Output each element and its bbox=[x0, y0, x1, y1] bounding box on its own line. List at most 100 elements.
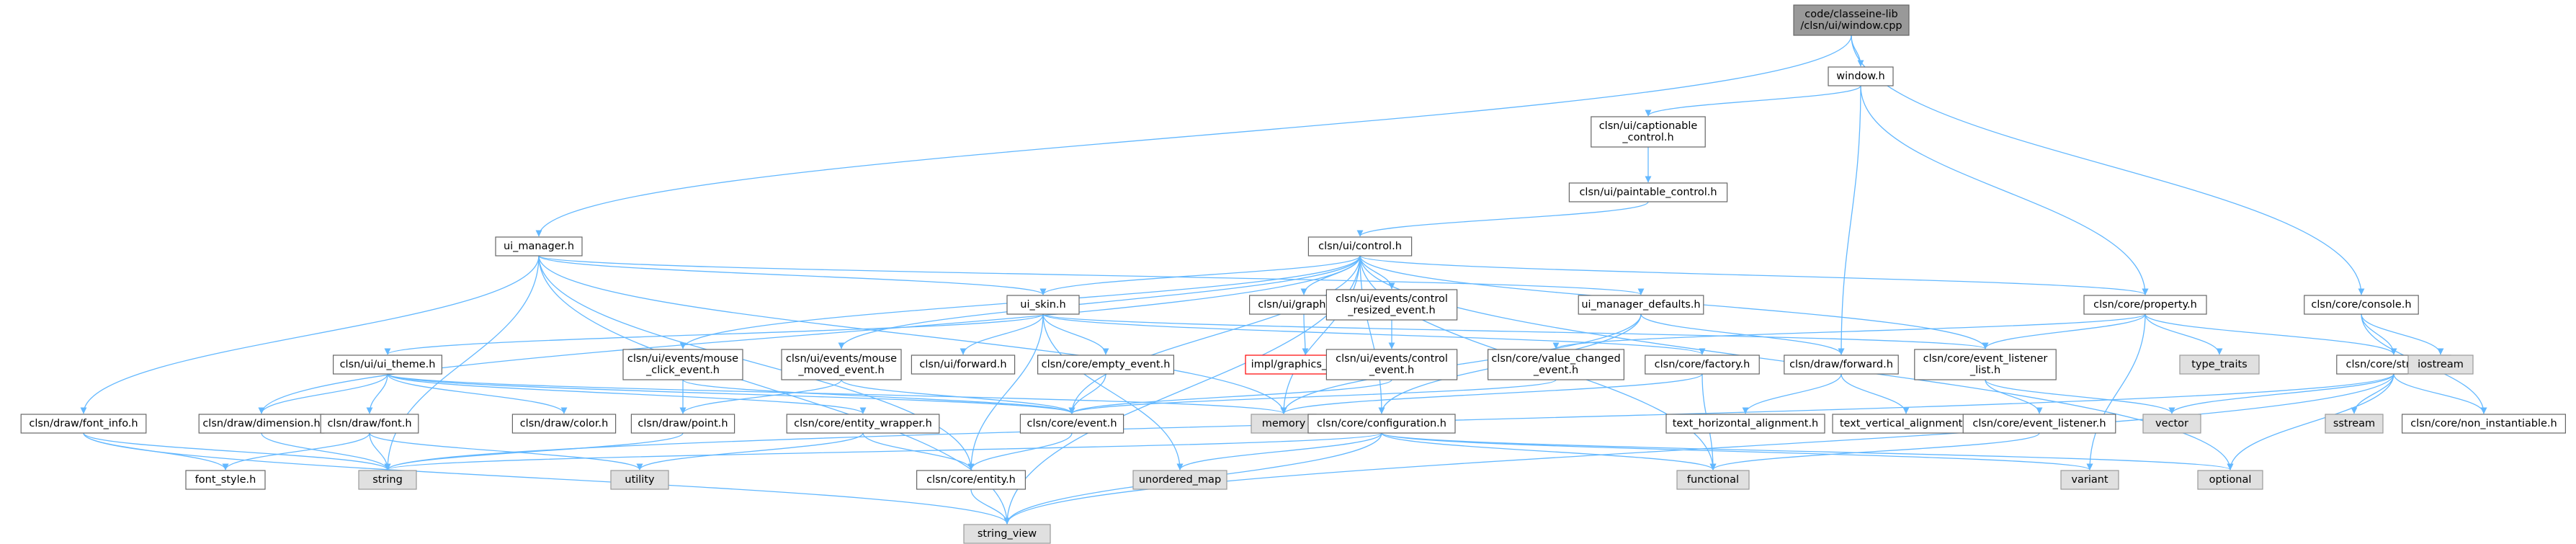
node-label: memory bbox=[1262, 418, 1306, 429]
node-label: ui_manager_defaults.h bbox=[1581, 299, 1700, 311]
node-label: clsn/ui/forward.h bbox=[919, 359, 1006, 370]
node-ui-mgr-defaults[interactable]: ui_manager_defaults.h bbox=[1578, 295, 1704, 315]
node-core-factory[interactable]: clsn/core/factory.h bbox=[1645, 355, 1760, 375]
edge-ui-theme-to-core-event bbox=[387, 373, 1075, 414]
edge-window-h-to-core-property bbox=[1860, 85, 2149, 295]
edge-core-entity-to-string-view bbox=[970, 489, 1011, 525]
node-text-v-align[interactable]: text_vertical_alignment.h bbox=[1832, 414, 1980, 434]
node-label: text_vertical_alignment.h bbox=[1840, 418, 1972, 429]
node-box bbox=[1665, 414, 1825, 434]
node-label: vector bbox=[2155, 418, 2188, 429]
edge-ui-skin-to-ui-theme bbox=[384, 313, 1044, 355]
node-ctrl-resized[interactable]: clsn/ui/events/control_resized_event.h bbox=[1325, 289, 1458, 321]
node-event-listener[interactable]: clsn/core/event_listener.h bbox=[1962, 414, 2116, 434]
node-box bbox=[1828, 66, 1894, 86]
node-core-event[interactable]: clsn/core/event.h bbox=[1019, 414, 1124, 434]
edge-window-h-to-draw-forward bbox=[1838, 85, 1861, 355]
node-box bbox=[1676, 470, 1750, 490]
node-label: utility bbox=[625, 474, 655, 486]
node-label: ui_manager.h bbox=[504, 241, 574, 252]
edge-core-config-to-string bbox=[385, 432, 1382, 471]
edge-paintable-to-control-h bbox=[1356, 201, 1649, 237]
edge-event-listener-to-functional bbox=[1709, 432, 2040, 471]
edge-core-strings-to-optional bbox=[2227, 373, 2394, 471]
node-variant: variant bbox=[2060, 470, 2119, 490]
node-label: _moved_event.h bbox=[797, 365, 884, 376]
node-box bbox=[1962, 414, 2116, 434]
node-box bbox=[1914, 349, 2057, 380]
node-box bbox=[1251, 414, 1317, 434]
edge-core-event-to-core-entity bbox=[967, 432, 1073, 471]
node-core-property[interactable]: clsn/core/property.h bbox=[2083, 295, 2207, 315]
node-box bbox=[911, 355, 1016, 375]
node-mouse-moved[interactable]: clsn/ui/events/mouse_moved_event.h bbox=[781, 349, 902, 380]
node-label: clsn/core/configuration.h bbox=[1317, 418, 1446, 429]
node-font-info[interactable]: clsn/draw/font_info.h bbox=[20, 414, 147, 434]
node-box bbox=[1645, 355, 1760, 375]
node-captionable[interactable]: clsn/ui/captionable_control.h bbox=[1591, 116, 1706, 148]
edge-core-property-to-type-traits bbox=[2145, 313, 2223, 355]
node-listener-list[interactable]: clsn/core/event_listener_list.h bbox=[1914, 349, 2057, 380]
node-core-console[interactable]: clsn/core/console.h bbox=[2304, 295, 2419, 315]
node-label: ui_skin.h bbox=[1020, 299, 1065, 311]
edge-core-config-to-optional bbox=[1381, 432, 2234, 471]
node-label: clsn/ui/events/control bbox=[1336, 293, 1448, 305]
node-box bbox=[2060, 470, 2119, 490]
node-box bbox=[916, 470, 1026, 490]
node-ui-skin[interactable]: ui_skin.h bbox=[1006, 295, 1080, 315]
node-label: sstream bbox=[2333, 418, 2375, 429]
node-label: unordered_map bbox=[1139, 474, 1221, 486]
node-value-changed[interactable]: clsn/core/value_changed_event.h bbox=[1488, 349, 1625, 380]
node-ui-manager[interactable]: ui_manager.h bbox=[495, 236, 583, 257]
node-box bbox=[1568, 182, 1728, 202]
node-control-h[interactable]: clsn/ui/control.h bbox=[1307, 236, 1413, 257]
node-label: clsn/draw/color.h bbox=[520, 418, 609, 429]
node-label: code/classeine-lib bbox=[1804, 9, 1897, 20]
node-paintable[interactable]: clsn/ui/paintable_control.h bbox=[1568, 182, 1728, 202]
node-ui-theme[interactable]: clsn/ui/ui_theme.h bbox=[333, 355, 443, 375]
node-label: clsn/draw/point.h bbox=[638, 418, 728, 429]
node-core-config[interactable]: clsn/core/configuration.h bbox=[1307, 414, 1456, 434]
node-iostream: iostream bbox=[2407, 355, 2474, 375]
node-label: clsn/core/value_changed bbox=[1491, 353, 1620, 365]
edge-ui-skin-to-listener-list bbox=[1042, 313, 1988, 349]
node-draw-point[interactable]: clsn/draw/point.h bbox=[630, 414, 735, 434]
node-utility: utility bbox=[610, 470, 669, 490]
node-box bbox=[1325, 289, 1458, 321]
node-label: clsn/core/event_listener bbox=[1923, 353, 2048, 365]
node-box bbox=[1784, 355, 1899, 375]
node-label: clsn/ui/captionable bbox=[1599, 120, 1698, 132]
node-box bbox=[198, 414, 325, 434]
node-draw-dimension[interactable]: clsn/draw/dimension.h bbox=[198, 414, 325, 434]
node-non-instantiable[interactable]: clsn/core/non_instantiable.h bbox=[2402, 414, 2567, 434]
edge-listener-list-to-event-listener bbox=[1985, 379, 2043, 414]
node-label: clsn/core/entity_wrapper.h bbox=[794, 418, 932, 429]
node-box bbox=[1132, 470, 1227, 490]
edge-mouse-moved-to-core-event bbox=[841, 379, 1075, 414]
edge-root-to-ui-manager bbox=[535, 35, 1852, 237]
node-font-style[interactable]: font_style.h bbox=[185, 470, 266, 490]
node-label: clsn/core/console.h bbox=[2311, 299, 2411, 311]
edge-ui-theme-to-draw-dimension bbox=[258, 373, 388, 414]
node-empty-event[interactable]: clsn/core/empty_event.h bbox=[1037, 355, 1174, 375]
node-root[interactable]: code/classeine-lib/clsn/ui/window.cpp bbox=[1793, 4, 1910, 36]
edge-entity-wrapper-to-utility bbox=[636, 432, 864, 471]
node-box bbox=[20, 414, 147, 434]
node-box bbox=[1591, 116, 1706, 148]
node-box bbox=[2142, 414, 2201, 434]
node-core-entity[interactable]: clsn/core/entity.h bbox=[916, 470, 1026, 490]
node-entity-wrapper[interactable]: clsn/core/entity_wrapper.h bbox=[786, 414, 940, 434]
edge-ui-skin-to-ui-forward bbox=[960, 313, 1044, 355]
node-box bbox=[2402, 414, 2567, 434]
node-box bbox=[2197, 470, 2263, 490]
node-window-h[interactable]: window.h bbox=[1828, 66, 1894, 86]
node-label: clsn/draw/font.h bbox=[327, 418, 411, 429]
node-ctrl-event[interactable]: clsn/ui/events/control_event.h bbox=[1325, 349, 1458, 380]
node-draw-color[interactable]: clsn/draw/color.h bbox=[511, 414, 617, 434]
node-functional: functional bbox=[1676, 470, 1750, 490]
node-mouse-click[interactable]: clsn/ui/events/mouse_click_event.h bbox=[622, 349, 743, 380]
node-ui-forward[interactable]: clsn/ui/forward.h bbox=[911, 355, 1016, 375]
node-draw-font[interactable]: clsn/draw/font.h bbox=[320, 414, 419, 434]
node-draw-forward[interactable]: clsn/draw/forward.h bbox=[1784, 355, 1899, 375]
node-text-h-align[interactable]: text_horizontal_alignment.h bbox=[1665, 414, 1825, 434]
